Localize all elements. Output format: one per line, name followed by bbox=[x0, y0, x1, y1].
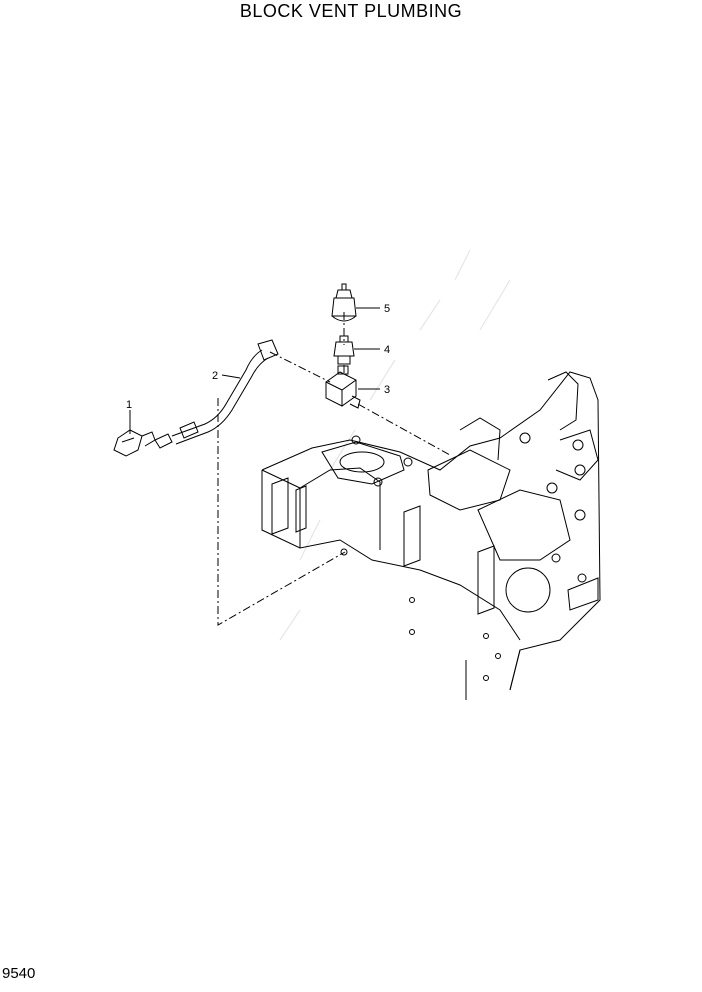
callout-3: 3 bbox=[384, 384, 390, 396]
callout-4: 4 bbox=[384, 344, 390, 356]
callout-5: 5 bbox=[384, 303, 390, 315]
part-1-fitting[interactable] bbox=[113, 429, 173, 457]
part-4-nipple[interactable] bbox=[333, 335, 355, 365]
assembly-leader-lines bbox=[217, 312, 451, 626]
part-3-tee-block[interactable] bbox=[325, 365, 361, 409]
engine-block bbox=[261, 371, 601, 700]
part-2-vent-tube[interactable] bbox=[171, 339, 279, 445]
page-title: BLOCK VENT PLUMBING bbox=[239, 1, 463, 21]
callout-1: 1 bbox=[126, 399, 132, 411]
watermark bbox=[279, 249, 511, 641]
page-code: 9540 bbox=[2, 965, 36, 982]
callout-leaders bbox=[129, 307, 380, 434]
part-5-vent-valve[interactable] bbox=[331, 283, 357, 322]
callout-2: 2 bbox=[212, 370, 218, 382]
